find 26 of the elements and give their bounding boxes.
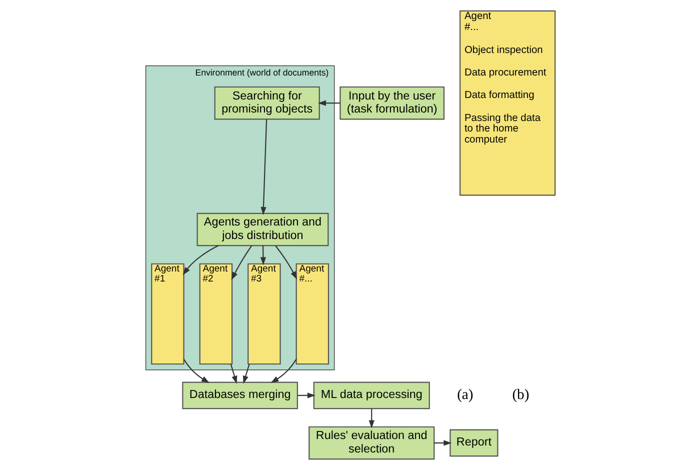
node-box: Rules' evaluation and selection [308, 426, 434, 460]
node-box: ML data processing [312, 382, 430, 410]
arrow [182, 358, 209, 384]
node-box: Agent #... Object inspection Data procurement Data formatting Passing the data to the home computer [459, 10, 556, 196]
arrow [260, 246, 266, 266]
node-box: Input by the user (task formulation) [339, 86, 444, 120]
arrow [230, 245, 252, 280]
node-box: Agent #... [295, 263, 329, 365]
arrow [368, 408, 374, 428]
node-box: Agent #2 [198, 263, 232, 365]
node-box: Report [449, 429, 498, 457]
arrow [317, 100, 340, 106]
node-box: Agents generation and jobs distribution [196, 212, 328, 246]
node-box: Databases merging [182, 382, 298, 410]
label: (b) [512, 387, 529, 404]
node-box: Searching for promising objects [214, 86, 320, 120]
arrow [434, 440, 452, 446]
arrow [242, 364, 250, 384]
label: (a) [456, 387, 473, 404]
arrow [230, 364, 237, 384]
arrow [274, 246, 297, 280]
arrow [297, 392, 315, 398]
node-box: Agent #3 [247, 263, 280, 365]
node-box: Agent #1 [150, 263, 184, 365]
arrow [260, 119, 267, 216]
arrow [270, 358, 296, 384]
